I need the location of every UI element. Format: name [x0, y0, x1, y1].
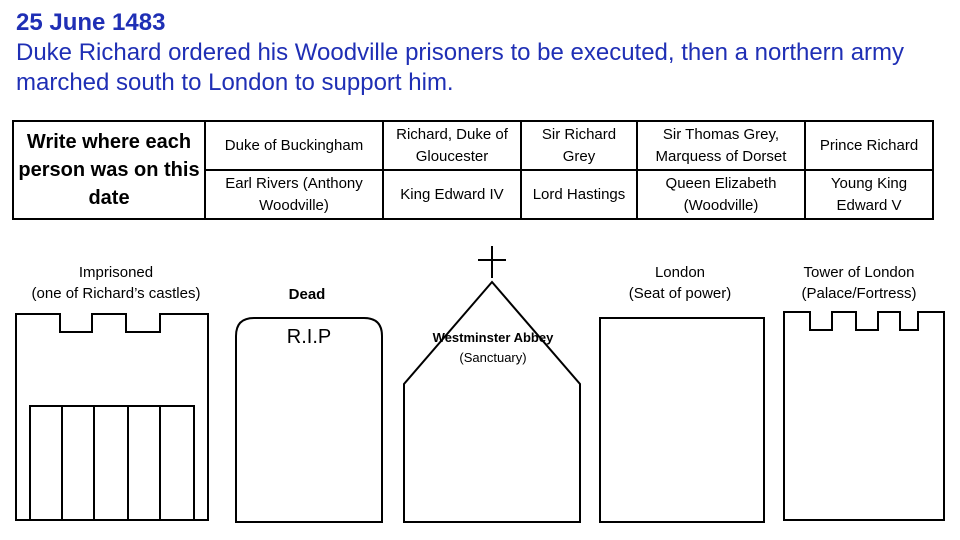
abbey-detail: (Sanctuary): [459, 350, 527, 365]
person-cell[interactable]: Lord Hastings: [520, 169, 638, 220]
imprisoned-title: Imprisoned: [78, 264, 154, 281]
gravestone-icon[interactable]: [235, 317, 383, 523]
person-cell[interactable]: Earl Rivers (Anthony Woodville): [204, 169, 384, 220]
person-cell[interactable]: Queen Elizabeth (Woodville): [636, 169, 806, 220]
table-row: Earl Rivers (Anthony Woodville) King Edw…: [13, 169, 934, 220]
page-title: 25 June 1483 Duke Richard ordered his Wo…: [16, 8, 946, 98]
london-label: London (Seat of power): [600, 262, 760, 304]
person-cell[interactable]: Richard, Duke of Gloucester: [382, 120, 522, 171]
castle-icon[interactable]: [15, 313, 209, 521]
person-cell[interactable]: Prince Richard: [804, 120, 934, 171]
person-cell[interactable]: Sir Richard Grey: [520, 120, 638, 171]
london-detail: (Seat of power): [628, 285, 732, 302]
dead-label: Dead: [288, 286, 326, 303]
portcullis-icon: [29, 405, 195, 520]
person-cell[interactable]: King Edward IV: [382, 169, 522, 220]
person-cell[interactable]: Young King Edward V: [804, 169, 934, 220]
tower-label: Tower of London (Palace/Fortress): [778, 262, 940, 304]
london-box[interactable]: [599, 317, 765, 523]
rip-inscription: R.I.P: [286, 326, 332, 348]
imprisoned-label: Imprisoned (one of Richard’s castles): [12, 262, 220, 304]
table-prompt: Write where each person was on this date: [12, 120, 206, 220]
event-description: Duke Richard ordered his Woodville priso…: [16, 39, 905, 96]
person-cell[interactable]: Duke of Buckingham: [204, 120, 384, 171]
people-table: Write where each person was on this date…: [12, 120, 934, 220]
tower-icon[interactable]: [783, 311, 945, 521]
abbey-icon[interactable]: [403, 280, 581, 523]
abbey-title: Westminster Abbey: [432, 330, 554, 345]
london-title: London: [654, 264, 706, 281]
cross-icon: [478, 246, 506, 278]
imprisoned-detail: (one of Richard’s castles): [31, 285, 201, 302]
abbey-label: Westminster Abbey (Sanctuary): [420, 328, 566, 368]
tower-title: Tower of London: [803, 264, 915, 281]
date-heading: 25 June 1483: [16, 9, 166, 36]
person-cell[interactable]: Sir Thomas Grey, Marquess of Dorset: [636, 120, 806, 171]
table-row: Write where each person was on this date…: [12, 120, 934, 220]
tower-detail: (Palace/Fortress): [801, 285, 917, 302]
